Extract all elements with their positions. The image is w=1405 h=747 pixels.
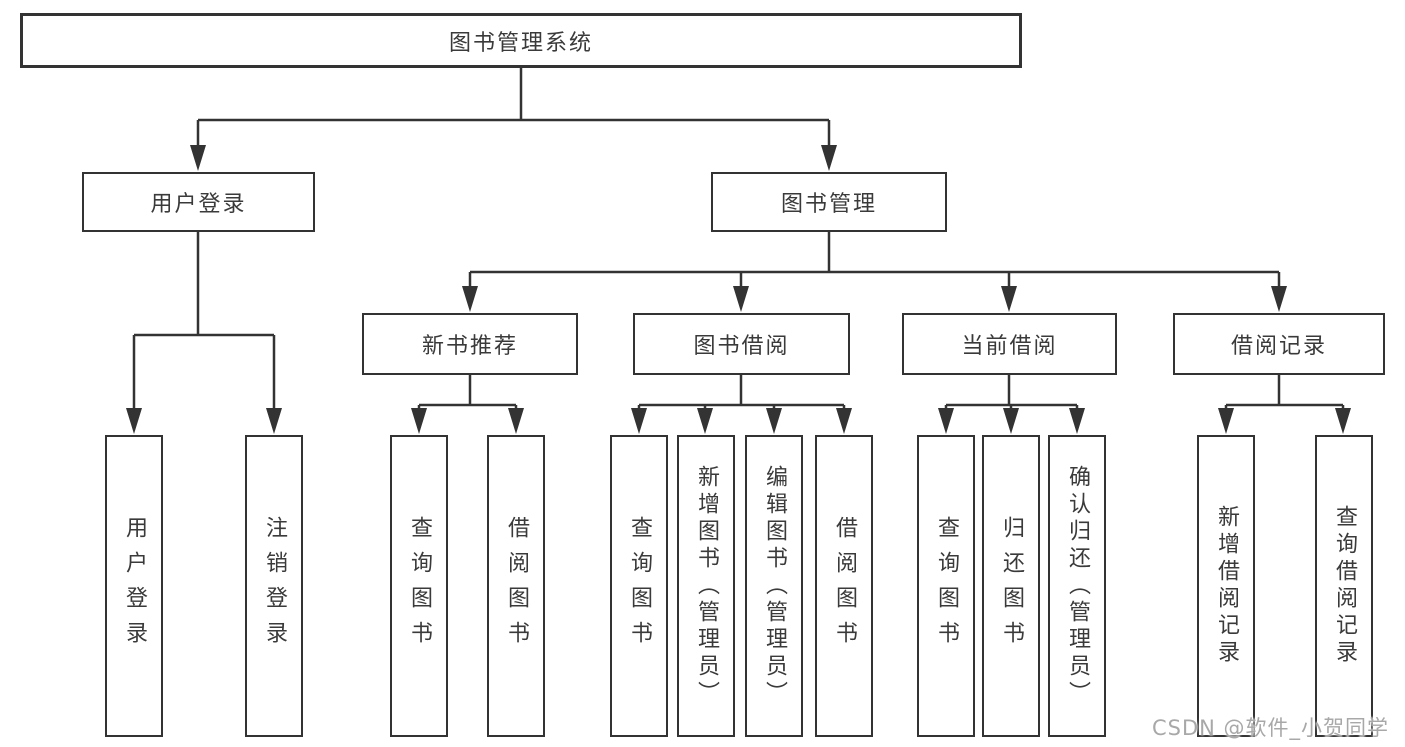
leaf-query-book-1: 查询图书 bbox=[390, 435, 448, 737]
node-label: 确认归还（管理员） bbox=[1065, 464, 1090, 708]
node-label: 查询图书 bbox=[407, 516, 432, 656]
csdn-watermark: CSDN @软件_小贺同学 bbox=[1152, 716, 1390, 740]
leaf-borrow-book-2: 借阅图书 bbox=[815, 435, 873, 737]
node-label: 注销登录 bbox=[262, 516, 287, 656]
node-book-borrow: 图书借阅 bbox=[633, 313, 850, 375]
leaf-query-borrow-record: 查询借阅记录 bbox=[1315, 435, 1373, 737]
node-label: 借阅记录 bbox=[1230, 334, 1327, 359]
node-label: 查询图书 bbox=[627, 516, 652, 656]
node-label: 编辑图书（管理员） bbox=[762, 464, 787, 708]
node-label: 用户登录 bbox=[150, 192, 247, 217]
node-label: 新增图书（管理员） bbox=[694, 464, 719, 708]
node-label: 归还图书 bbox=[999, 516, 1024, 656]
leaf-add-book-admin: 新增图书（管理员） bbox=[677, 435, 735, 737]
leaf-borrow-book-1: 借阅图书 bbox=[487, 435, 545, 737]
node-label: 借阅图书 bbox=[504, 516, 529, 656]
node-label: 查询借阅记录 bbox=[1332, 505, 1357, 667]
leaf-edit-book-admin: 编辑图书（管理员） bbox=[745, 435, 803, 737]
leaf-logout: 注销登录 bbox=[245, 435, 303, 737]
node-label: 当前借阅 bbox=[961, 334, 1058, 359]
node-book-management: 图书管理 bbox=[711, 172, 947, 232]
node-current-borrow: 当前借阅 bbox=[902, 313, 1117, 375]
node-label: 新书推荐 bbox=[421, 334, 518, 359]
node-label: 用户登录 bbox=[122, 516, 147, 656]
node-label: 图书借阅 bbox=[693, 334, 790, 359]
leaf-confirm-return-admin: 确认归还（管理员） bbox=[1048, 435, 1106, 737]
node-root-system: 图书管理系统 bbox=[20, 13, 1022, 68]
node-label: 新增借阅记录 bbox=[1214, 505, 1239, 667]
node-label: 查询图书 bbox=[934, 516, 959, 656]
node-borrow-record: 借阅记录 bbox=[1173, 313, 1385, 375]
node-label: 图书管理系统 bbox=[448, 30, 593, 56]
node-new-book-recommend: 新书推荐 bbox=[362, 313, 578, 375]
leaf-return-book: 归还图书 bbox=[982, 435, 1040, 737]
node-label: 图书管理 bbox=[780, 192, 877, 217]
leaf-query-book-2: 查询图书 bbox=[610, 435, 668, 737]
leaf-user-login: 用户登录 bbox=[105, 435, 163, 737]
node-user-login: 用户登录 bbox=[82, 172, 315, 232]
leaf-add-borrow-record: 新增借阅记录 bbox=[1197, 435, 1255, 737]
leaf-query-book-3: 查询图书 bbox=[917, 435, 975, 737]
arrowheads bbox=[126, 145, 1351, 434]
node-label: 借阅图书 bbox=[832, 516, 857, 656]
